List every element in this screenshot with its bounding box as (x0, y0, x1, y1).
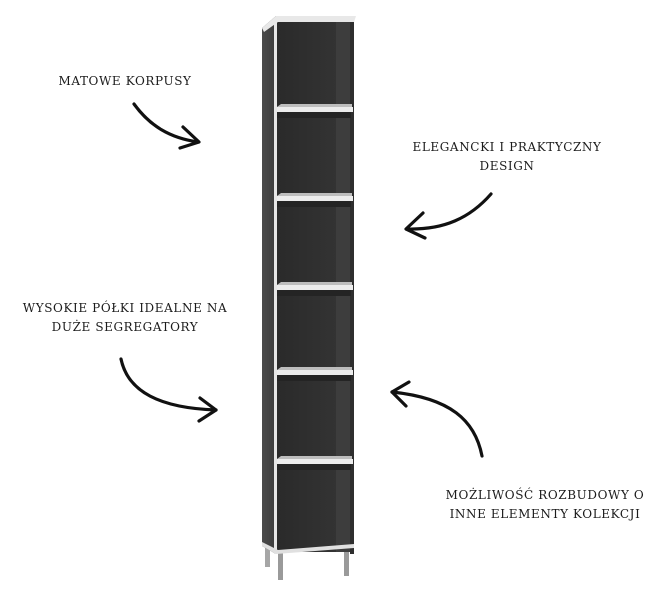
shelf-front-edge (277, 285, 353, 290)
annotation-line: DUŻE SEGREGATORY (51, 320, 199, 334)
shelf-top (277, 282, 352, 285)
shelf-top (277, 104, 352, 107)
annotation-mozliwosc-rozbudowy: MOŻLIWOŚĆ ROZBUDOWY O INNE ELEMENTY KOLE… (430, 486, 660, 524)
shelf-top (277, 193, 352, 196)
shelf-top (277, 456, 352, 459)
arrow-elegancki (404, 192, 493, 240)
arrow-matowe (132, 102, 201, 150)
annotation-wysokie-polki: WYSOKIE PÓŁKI IDEALNE NA DUŻE SEGREGATOR… (10, 299, 240, 337)
shelf-shadow (277, 375, 351, 381)
shelf-front-edge (277, 196, 353, 201)
cabinet-legs (265, 545, 349, 580)
cabinet-side-panel (262, 16, 276, 554)
shelf-shadow (277, 201, 351, 207)
shelf-front-edge (277, 107, 353, 112)
shelf-shadow (277, 464, 351, 470)
arrow-wysokie (119, 357, 218, 423)
shelf-front-edge (277, 459, 353, 464)
annotation-line: WYSOKIE PÓŁKI IDEALNE NA (22, 301, 228, 315)
shelf-front-edge (277, 370, 353, 375)
annotation-matowe-korpusy: MATOWE KORPUSY (40, 72, 210, 91)
shelf-shadow (277, 112, 351, 118)
arrow-mozliwosc (390, 380, 484, 458)
shelf-top (277, 367, 352, 370)
cabinet-top (262, 16, 356, 32)
annotation-line: DESIGN (479, 159, 535, 173)
annotation-line: MOŻLIWOŚĆ ROZBUDOWY O (445, 488, 645, 502)
annotation-elegancki-design: ELEGANCKI I PRAKTYCZNY DESIGN (392, 138, 622, 176)
annotation-line: MATOWE KORPUSY (58, 74, 192, 88)
annotation-line: ELEGANCKI I PRAKTYCZNY (412, 140, 602, 154)
cabinet-shelves (277, 104, 353, 470)
annotation-line: INNE ELEMENTY KOLEKCJI (449, 507, 641, 521)
shelf-shadow (277, 290, 351, 296)
